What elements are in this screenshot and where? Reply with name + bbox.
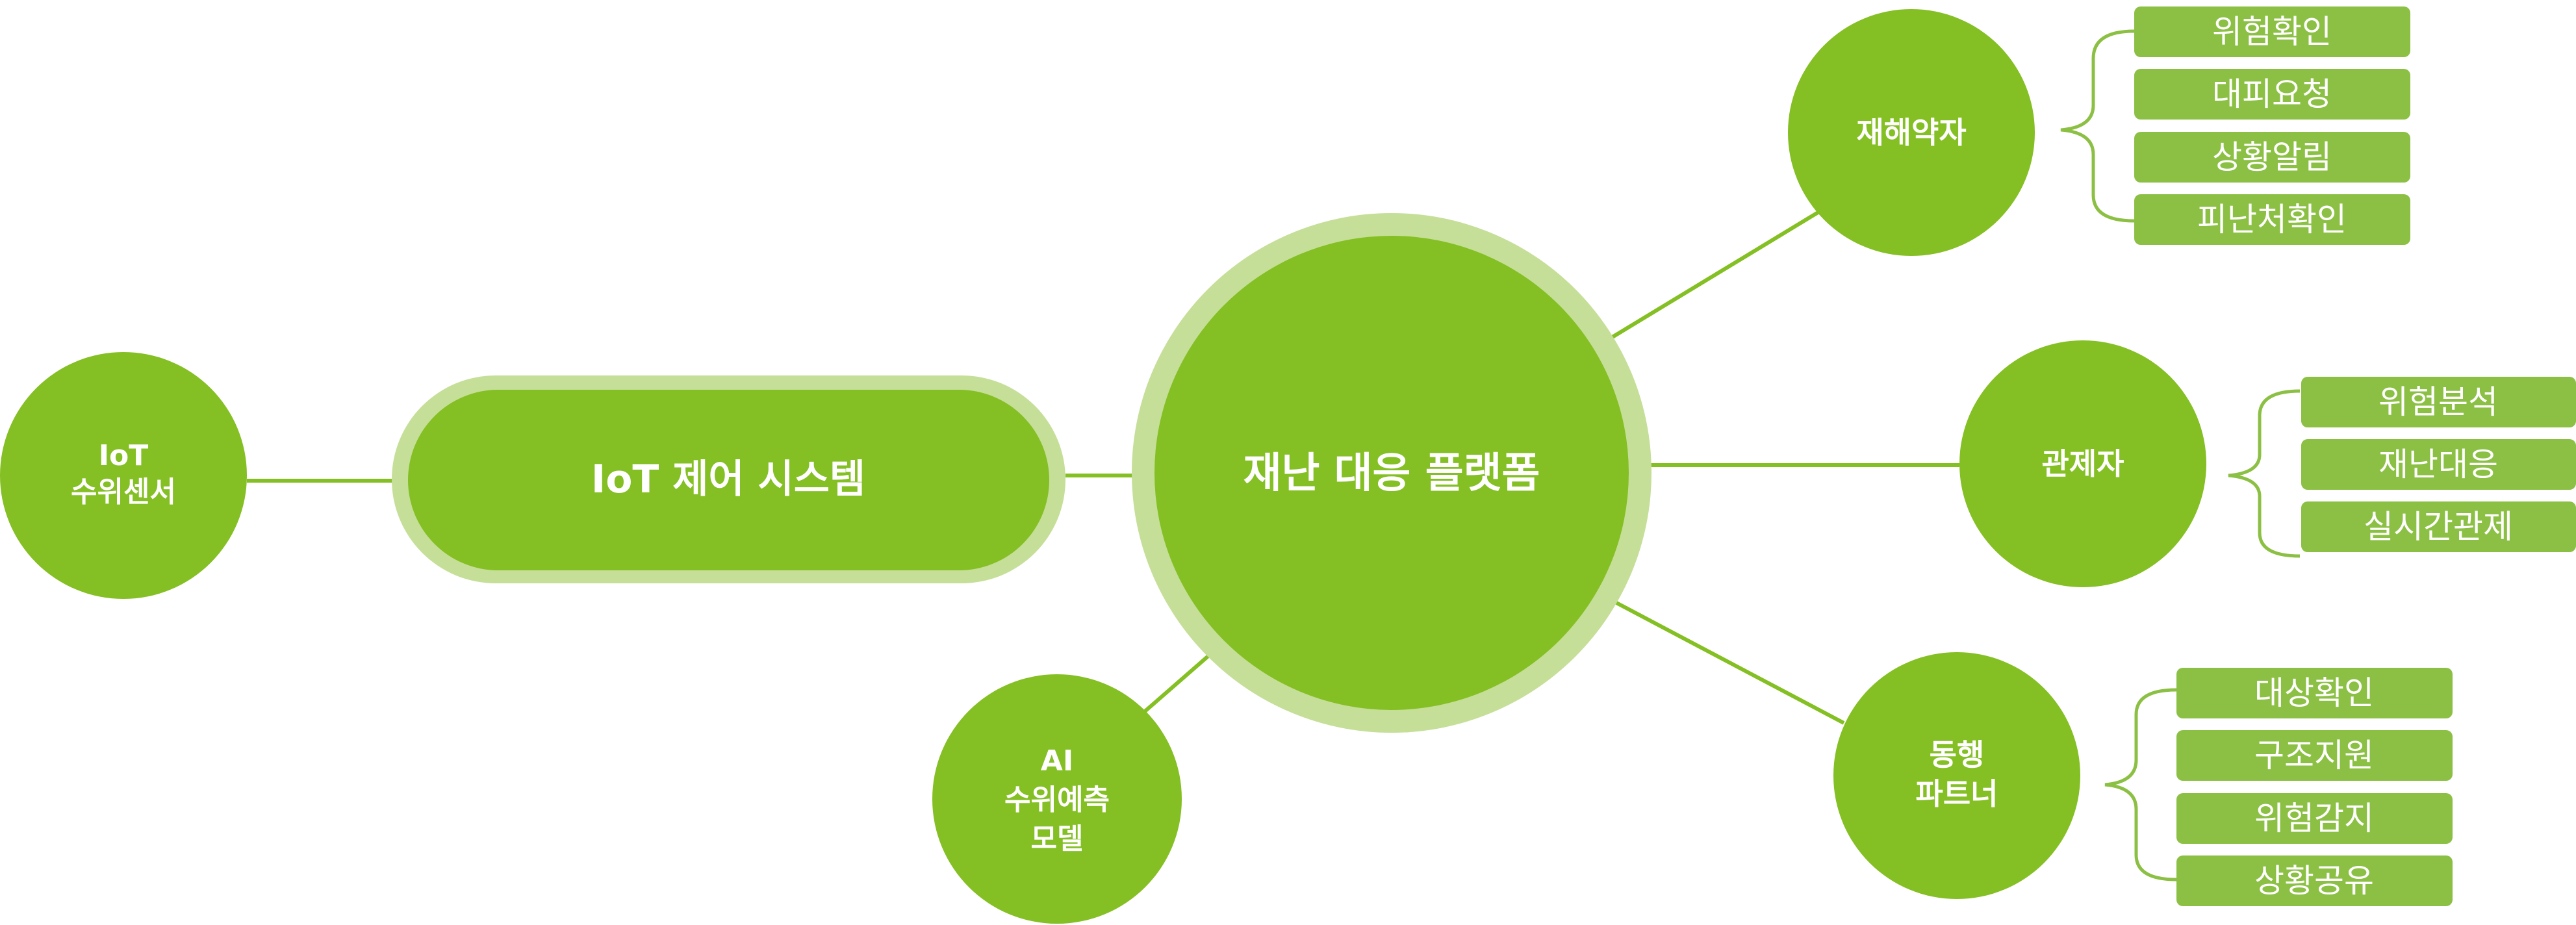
tag-label: 대상확인 xyxy=(2254,674,2374,712)
ai-model-circle xyxy=(932,674,1182,924)
center-label: 재난 대응 플랫폼 xyxy=(1243,450,1540,498)
vulnerable-node: 재해약자 xyxy=(1788,9,2035,256)
tag-label: 상황공유 xyxy=(2254,862,2374,900)
partner-node: 동행 파트너 xyxy=(1833,652,2080,899)
tag-label: 재난대응 xyxy=(2378,446,2498,483)
brace-vulnerable xyxy=(2060,29,2135,223)
tag-controller-2: 실시간관제 xyxy=(2301,501,2576,552)
sensor-label-line1: IoT xyxy=(99,439,149,472)
tag-label: 피난처확인 xyxy=(2197,201,2347,238)
sensor-circle xyxy=(0,352,247,599)
partner-label-line1: 동행 xyxy=(1930,737,1985,772)
tag-label: 위험감지 xyxy=(2254,800,2374,837)
ai-model-label-line2: 수위예측 xyxy=(1004,783,1110,817)
tag-vulnerable-1: 대피요청 xyxy=(2134,69,2410,120)
iot-system-node: IoT 제어 시스템 xyxy=(392,375,1065,583)
connector-ai-center xyxy=(1142,653,1211,715)
vulnerable-label: 재해약자 xyxy=(1856,115,1966,150)
tag-vulnerable-2: 상황알림 xyxy=(2134,132,2410,183)
connector-center-vulnerable xyxy=(1610,210,1820,340)
tag-controller-0: 위험분석 xyxy=(2301,377,2576,427)
partner-circle xyxy=(1833,652,2080,899)
ai-model-node: AI 수위예측 모델 xyxy=(932,674,1182,924)
iot-system-pill xyxy=(408,390,1049,570)
brace-partner xyxy=(2104,688,2177,881)
iot-system-label: IoT 제어 시스템 xyxy=(591,457,865,502)
connector-center-partner xyxy=(1615,601,1845,725)
tag-label: 상황알림 xyxy=(2212,138,2332,176)
sensor-node: IoT 수위센서 xyxy=(0,352,247,599)
tag-vulnerable-3: 피난처확인 xyxy=(2134,194,2410,245)
center-circle xyxy=(1154,236,1629,710)
tag-controller-1: 재난대응 xyxy=(2301,439,2576,490)
tag-label: 구조지원 xyxy=(2254,737,2374,774)
brace-controller xyxy=(2228,389,2301,558)
controller-circle xyxy=(1959,340,2206,587)
tag-partner-0: 대상확인 xyxy=(2176,668,2453,718)
ai-model-label-line3: 모델 xyxy=(1031,822,1084,855)
partner-label-line2: 파트너 xyxy=(1916,776,1998,811)
tag-partner-1: 구조지원 xyxy=(2176,730,2453,781)
tag-label: 실시간관제 xyxy=(2364,508,2513,546)
tag-partner-2: 위험감지 xyxy=(2176,793,2453,844)
ai-model-label-line1: AI xyxy=(1041,744,1073,778)
center-node: 재난 대응 플랫폼 xyxy=(1132,213,1651,733)
vulnerable-circle xyxy=(1788,9,2035,256)
tag-vulnerable-0: 위험확인 xyxy=(2134,6,2410,57)
sensor-label-line2: 수위센서 xyxy=(71,475,176,509)
connectors xyxy=(247,210,1959,725)
tag-label: 대피요청 xyxy=(2212,75,2332,113)
controller-node: 관제자 xyxy=(1959,340,2206,587)
tag-label: 위험확인 xyxy=(2212,13,2332,51)
controller-tags: 위험분석 재난대응 실시간관제 xyxy=(2301,377,2576,552)
vulnerable-tags: 위험확인 대피요청 상황알림 피난처확인 xyxy=(2134,6,2410,245)
braces xyxy=(2060,29,2301,881)
partner-tags: 대상확인 구조지원 위험감지 상황공유 xyxy=(2176,668,2453,906)
controller-label: 관제자 xyxy=(2042,446,2124,481)
tag-partner-3: 상황공유 xyxy=(2176,855,2453,906)
tag-label: 위험분석 xyxy=(2378,383,2498,421)
